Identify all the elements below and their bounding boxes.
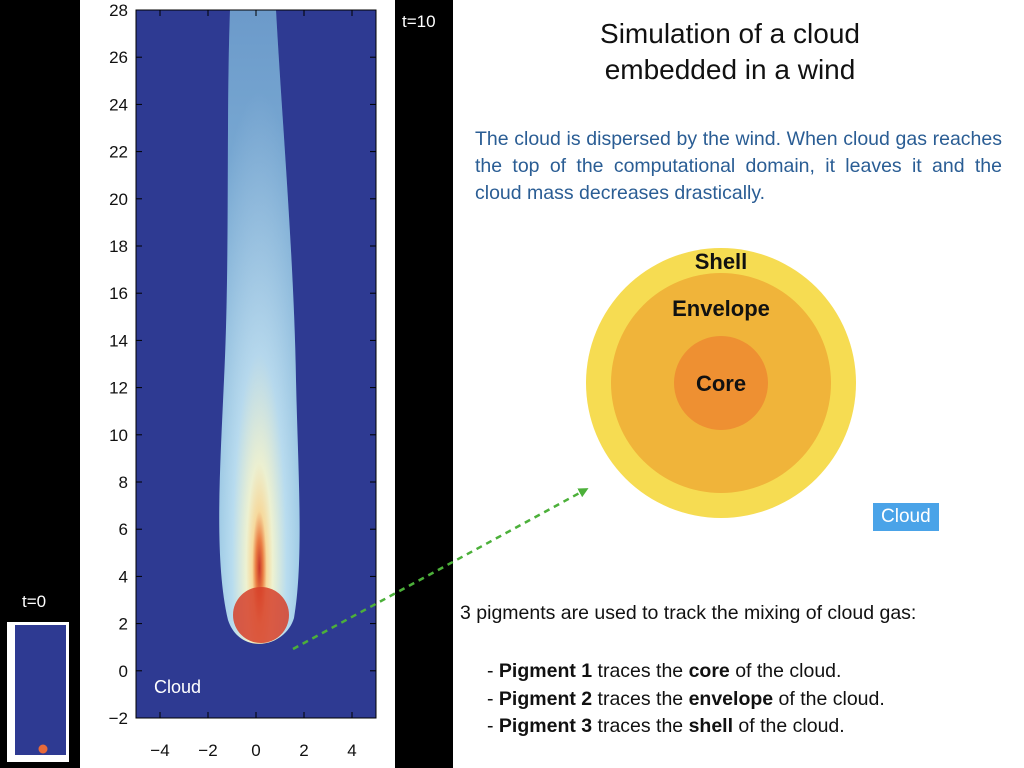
pigment-item-3: - Pigment 3 traces the shell of the clou… [487, 715, 845, 737]
title-line-2: embedded in a wind [604, 54, 856, 85]
y-tick-label: 0 [119, 662, 128, 681]
y-tick-label: 14 [109, 331, 128, 350]
core-label: Core [695, 371, 747, 396]
y-tick-label: 18 [109, 237, 128, 256]
y-tick-label: 28 [109, 1, 128, 20]
cloud-structure-diagram [292, 248, 856, 651]
y-tick-label: 26 [109, 48, 128, 67]
pigments-intro: 3 pigments are used to track the mixing … [460, 602, 917, 624]
pigment-name: Pigment 1 [498, 660, 593, 682]
x-tick-label: −2 [198, 741, 217, 760]
y-tick-label: 2 [119, 615, 128, 634]
cloud-core-region [233, 587, 289, 643]
x-tick-label: 0 [251, 741, 260, 760]
y-tick-label: 24 [109, 95, 128, 114]
x-tick-label: 2 [299, 741, 308, 760]
cloud-plume-fade [219, 10, 300, 644]
y-tick-label: 20 [109, 190, 128, 209]
core-circle [674, 336, 768, 430]
cloud-legend-badge: Cloud [873, 503, 939, 531]
simulation-plot-initial [7, 622, 69, 762]
y-tick-label: 8 [119, 473, 128, 492]
y-tick-label: 16 [109, 284, 128, 303]
pigment-target: envelope [688, 687, 774, 710]
title-line-1: Simulation of a cloud [600, 18, 860, 49]
shell-label: Shell [694, 249, 748, 274]
pigment-name: Pigment 3 [498, 715, 593, 737]
time-label-final: t=10 [402, 12, 436, 31]
pigment-item-1: - Pigment 1 traces the core of the cloud… [487, 660, 842, 682]
pigment-item-2: - Pigment 2 traces the envelope of the c… [487, 687, 885, 710]
pigment-list: - Pigment 1 traces the core of the cloud… [487, 658, 885, 741]
dashed-arrow [292, 488, 589, 651]
thumb-initial-cloud [38, 744, 48, 754]
pigment-target: shell [688, 715, 734, 737]
slide-title: Simulation of a cloud embedded in a wind [510, 16, 950, 88]
x-tick-label: −4 [150, 741, 169, 760]
description: The cloud is dispersed by the wind. When… [475, 128, 1002, 204]
envelope-label: Envelope [672, 296, 770, 321]
time-label-initial: t=0 [22, 592, 47, 611]
y-tick-label: 4 [119, 567, 128, 586]
middle-black-band [395, 0, 453, 768]
cloud-label-plot: Cloud [154, 677, 201, 697]
y-tick-label: 10 [109, 426, 128, 445]
y-tick-label: 22 [109, 143, 128, 162]
y-tick-label: 12 [109, 379, 128, 398]
thumb-plot-area [15, 625, 66, 755]
pigment-target: core [688, 660, 730, 682]
y-tick-label: −2 [109, 709, 128, 728]
x-tick-label: 4 [347, 741, 356, 760]
pigment-name: Pigment 2 [498, 687, 593, 710]
y-tick-label: 6 [119, 520, 128, 539]
